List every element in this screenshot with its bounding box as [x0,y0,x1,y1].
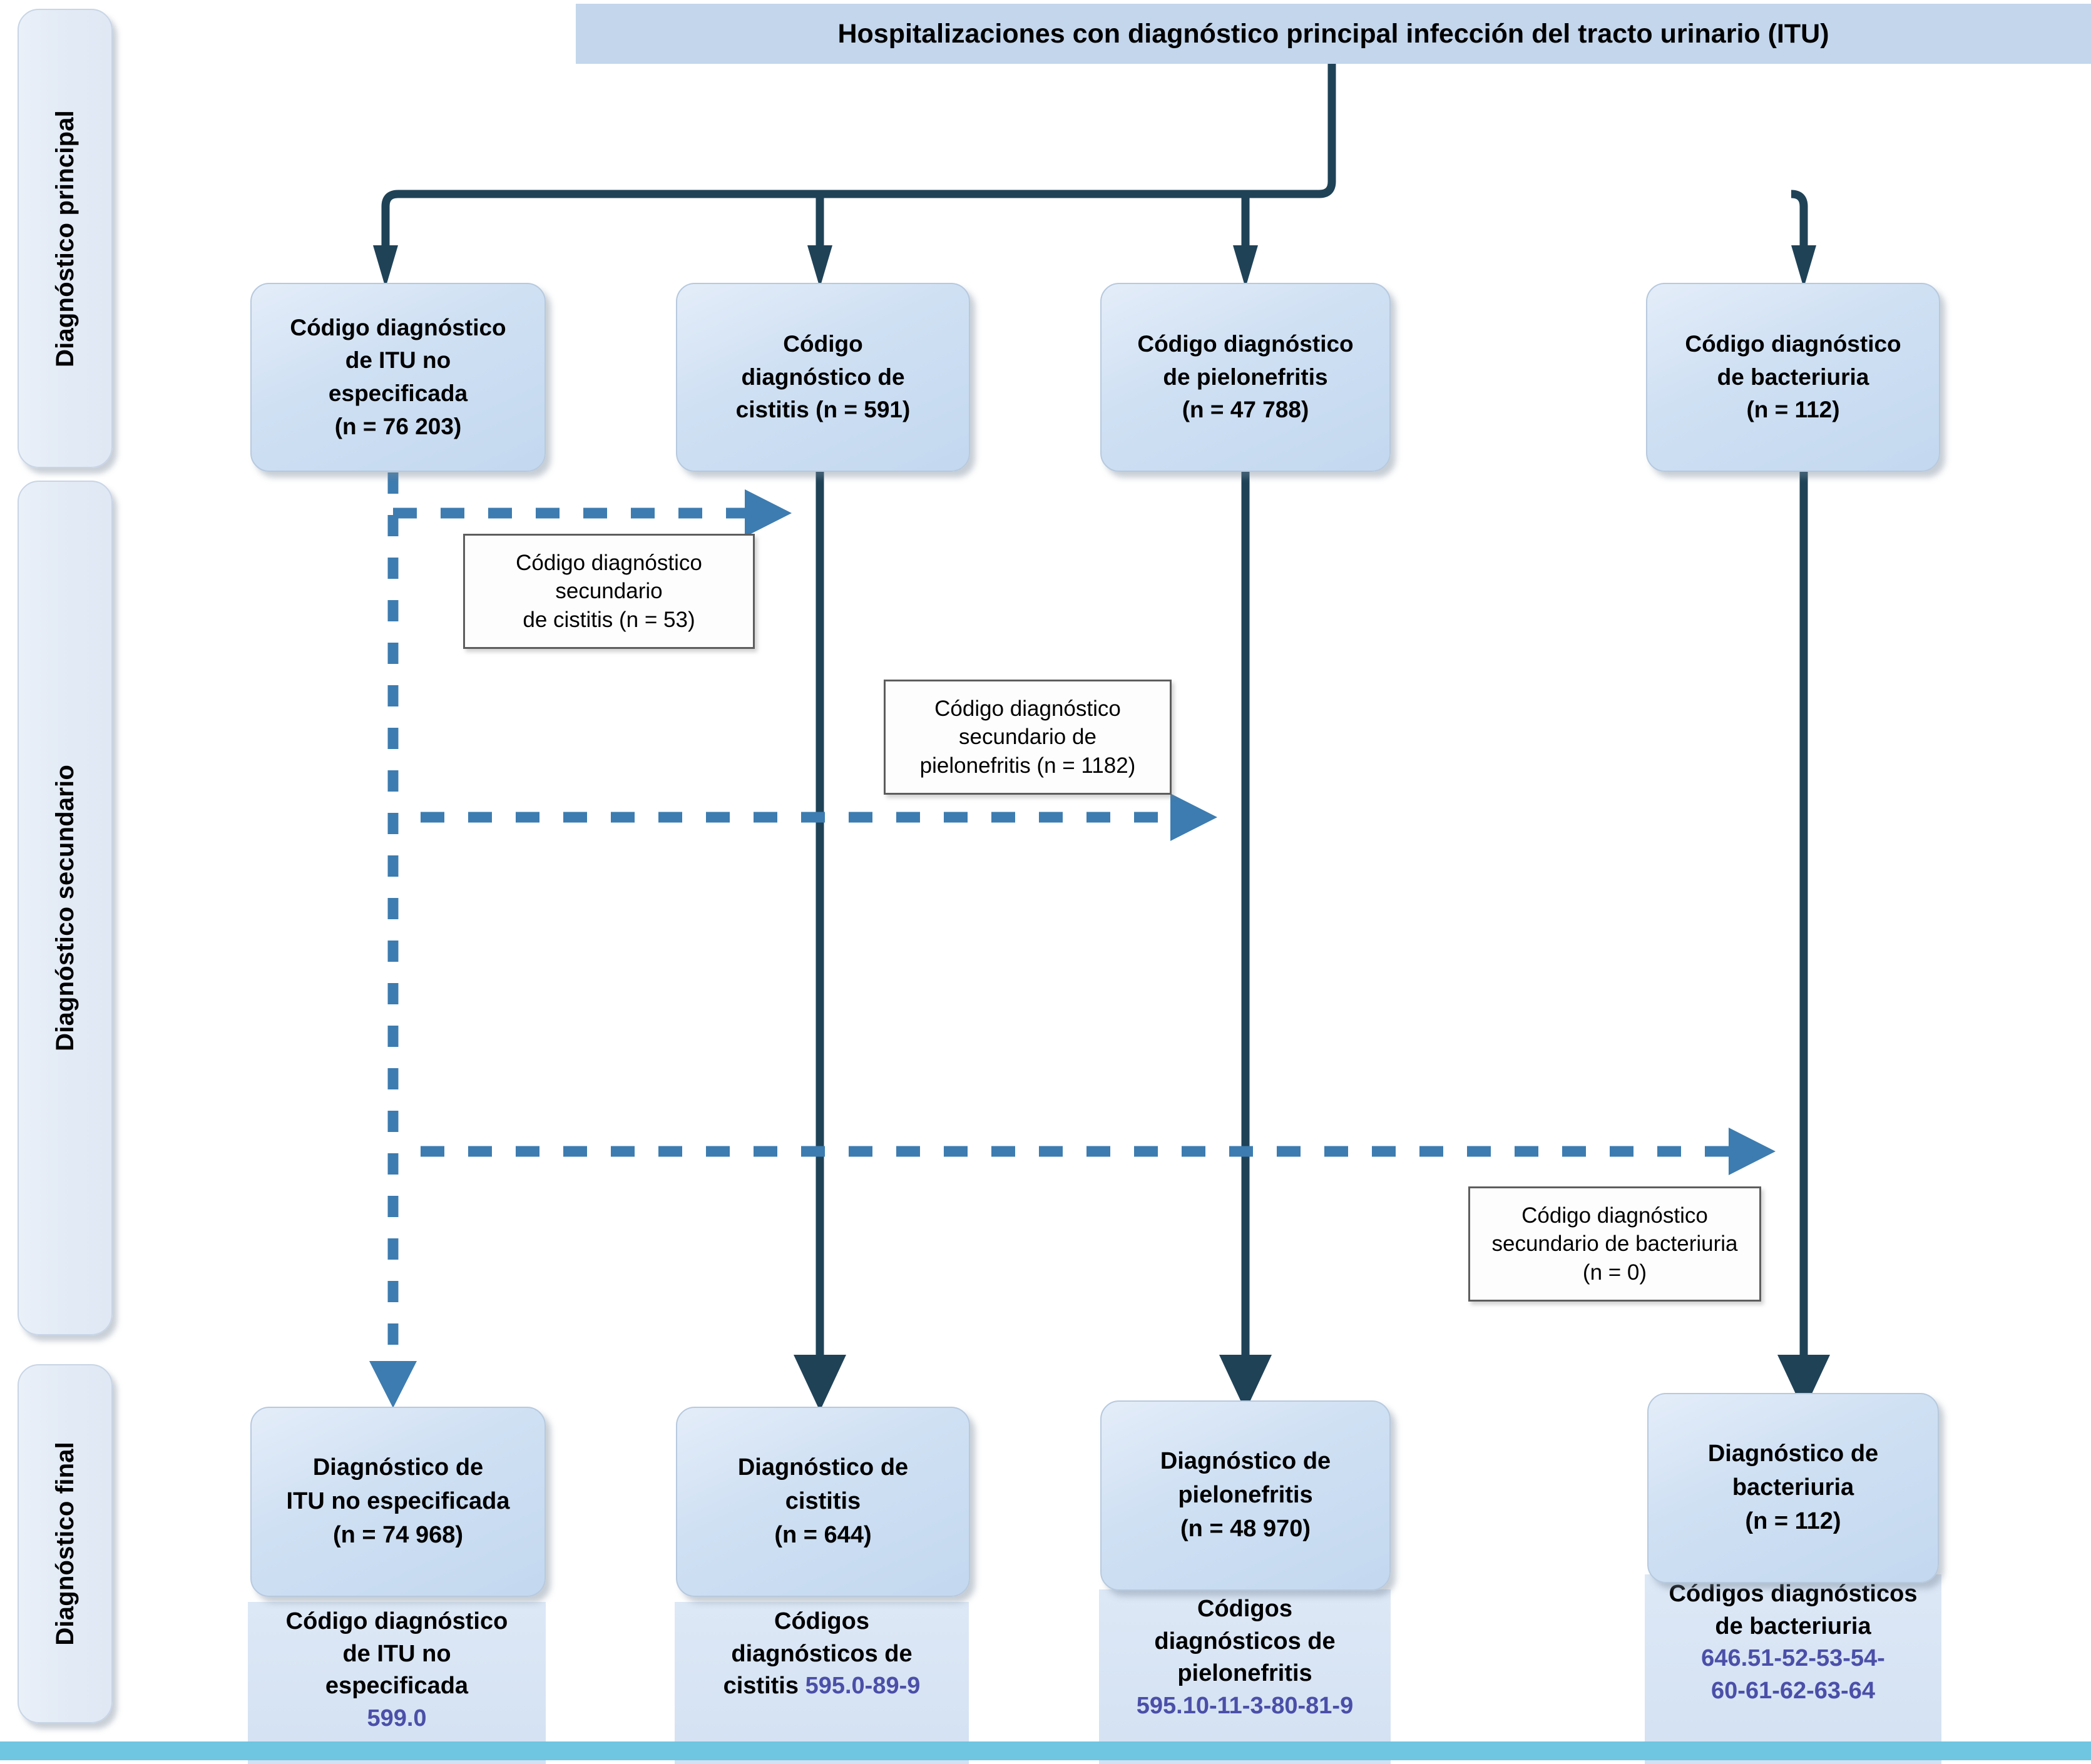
code-panel-itu-no-especificada: Código diagnóstico de ITU no especificad… [248,1602,546,1764]
code-panel-bacteriuria-line1: Códigos diagnósticos [1669,1581,1918,1607]
note-bacteriuria-line2: secundario de bacteriuria [1491,1231,1738,1257]
rail-diagnostico-final: Diagnóstico final [18,1364,113,1723]
rail-label-final: Diagnóstico final [51,1442,79,1646]
note-cistitis-line1: Código diagnóstico [516,550,702,575]
note-box-secundario-pielonefritis: Código diagnóstico secundario de pielone… [884,680,1172,795]
final-box-pielonefritis-line2: pielonefritis [1178,1482,1313,1509]
rail-diagnostico-secundario: Diagnóstico secundario [18,481,113,1335]
primary-box-pielonefritis-line2: de pielonefritis [1163,364,1328,390]
code-panel-cistitis-line3: cistitis [723,1673,805,1700]
code-panel-itu-line2: de ITU no [342,1640,451,1667]
final-box-bacteriuria[interactable]: Diagnóstico de bacteriuria (n = 112) [1647,1393,1939,1583]
rail-label-secundario: Diagnóstico secundario [51,765,79,1051]
primary-box-itu-line3: especificada [328,380,468,406]
final-box-itu-no-especificada[interactable]: Diagnóstico de ITU no especificada (n = … [250,1407,546,1597]
code-panel-cistitis-line2: diagnósticos de [731,1640,913,1667]
primary-box-cistitis-count: cistitis (n = 591) [735,397,911,423]
final-box-pielonefritis-count: (n = 48 970) [1180,1515,1311,1542]
primary-box-pielonefritis-count: (n = 47 788) [1182,397,1309,423]
vertical-solid-arrowheads [794,1355,1830,1411]
code-panel-cistitis-code: 595.0-89-9 [805,1673,921,1700]
final-box-cistitis-count: (n = 644) [774,1521,872,1548]
note-pielonefritis-line3: pielonefritis (n = 1182) [919,753,1136,778]
final-box-bacteriuria-count: (n = 112) [1745,1507,1841,1534]
final-box-bacteriuria-line2: bacteriuria [1732,1474,1854,1501]
final-box-itu-line2: ITU no especificada [286,1488,510,1515]
note-cistitis-line2: secundario [555,579,663,604]
primary-box-bacteriuria[interactable]: Código diagnóstico de bacteriuria (n = 1… [1646,283,1940,472]
primary-box-bacteriuria-count: (n = 112) [1746,397,1840,423]
note-box-secundario-bacteriuria: Código diagnóstico secundario de bacteri… [1468,1186,1761,1302]
primary-box-pielonefritis[interactable]: Código diagnóstico de pielonefritis (n =… [1100,283,1391,472]
dashed-branch-bacteriuria-arrowhead [1729,1128,1776,1175]
primary-box-itu-no-especificada[interactable]: Código diagnóstico de ITU no especificad… [250,283,546,472]
primary-box-cistitis-line1: Código [783,331,863,357]
code-panel-bacteriuria: Códigos diagnósticos de bacteriuria 646.… [1645,1574,1941,1764]
note-pielonefritis-line1: Código diagnóstico [934,696,1121,721]
code-panel-bacteriuria-code1: 646.51-52-53-54- [1701,1645,1885,1672]
final-box-cistitis[interactable]: Diagnóstico de cistitis (n = 644) [676,1407,970,1597]
primary-box-cistitis[interactable]: Código diagnóstico de cistitis (n = 591) [676,283,970,472]
page-title: Hospitalizaciones con diagnóstico princi… [576,4,2091,64]
final-box-itu-count: (n = 74 968) [332,1521,464,1548]
final-box-cistitis-line1: Diagnóstico de [737,1454,909,1481]
code-panel-cistitis-line1: Códigos [774,1608,869,1634]
page-title-text: Hospitalizaciones con diagnóstico princi… [837,18,1829,49]
primary-box-itu-line2: de ITU no [345,347,451,374]
code-panel-itu-line1: Código diagnóstico [285,1608,508,1634]
code-panel-bacteriuria-line2: de bacteriuria [1715,1613,1871,1639]
note-cistitis-line3: de cistitis (n = 53) [523,607,695,632]
final-box-pielonefritis-line1: Diagnóstico de [1160,1448,1331,1475]
code-panel-pielonefritis-line1: Códigos [1197,1596,1292,1622]
code-panel-pielonefritis-line3: pielonefritis [1177,1660,1312,1687]
dashed-vertical-arrowhead [369,1361,417,1408]
primary-split-connector [381,64,1808,249]
code-panel-itu-line3: especificada [325,1673,469,1700]
primary-box-bacteriuria-line2: de bacteriuria [1717,364,1869,390]
primary-arrowheads [373,245,1816,288]
primary-box-itu-count: (n = 76 203) [334,413,462,439]
note-box-secundario-cistitis: Código diagnóstico secundario de cistiti… [463,534,755,649]
code-panel-pielonefritis: Códigos diagnósticos de pielonefritis 59… [1099,1589,1391,1764]
code-panel-cistitis-line3-wrap: cistitis 595.0-89-9 [723,1670,921,1703]
dashed-branch-pielonefritis-arrowhead [1170,793,1217,841]
dashed-branch-cistitis-arrowhead [745,489,792,537]
footer-accent-bar [0,1741,2091,1760]
final-box-pielonefritis[interactable]: Diagnóstico de pielonefritis (n = 48 970… [1100,1400,1391,1591]
code-panel-itu-code: 599.0 [367,1705,427,1732]
rail-label-principal: Diagnóstico principal [51,110,79,367]
primary-box-pielonefritis-line1: Código diagnóstico [1137,331,1354,357]
note-bacteriuria-line3: (n = 0) [1582,1260,1647,1285]
primary-box-cistitis-line2: diagnóstico de [741,364,905,390]
note-bacteriuria-line1: Código diagnóstico [1521,1203,1708,1228]
primary-box-itu-line1: Código diagnóstico [290,314,506,340]
note-pielonefritis-line2: secundario de [959,725,1097,750]
rail-diagnostico-principal: Diagnóstico principal [18,9,113,468]
code-panel-bacteriuria-code2: 60-61-62-63-64 [1711,1678,1875,1705]
final-box-bacteriuria-line1: Diagnóstico de [1707,1440,1879,1467]
final-box-cistitis-line2: cistitis [785,1488,861,1515]
vertical-solid-connectors [815,466,1808,1367]
primary-box-bacteriuria-line1: Código diagnóstico [1685,331,1901,357]
code-panel-pielonefritis-line2: diagnósticos de [1154,1628,1336,1654]
final-box-itu-line1: Diagnóstico de [312,1454,484,1481]
code-panel-cistitis: Códigos diagnósticos de cistitis 595.0-8… [675,1602,969,1764]
code-panel-pielonefritis-code: 595.10-11-3-80-81-9 [1136,1693,1354,1720]
